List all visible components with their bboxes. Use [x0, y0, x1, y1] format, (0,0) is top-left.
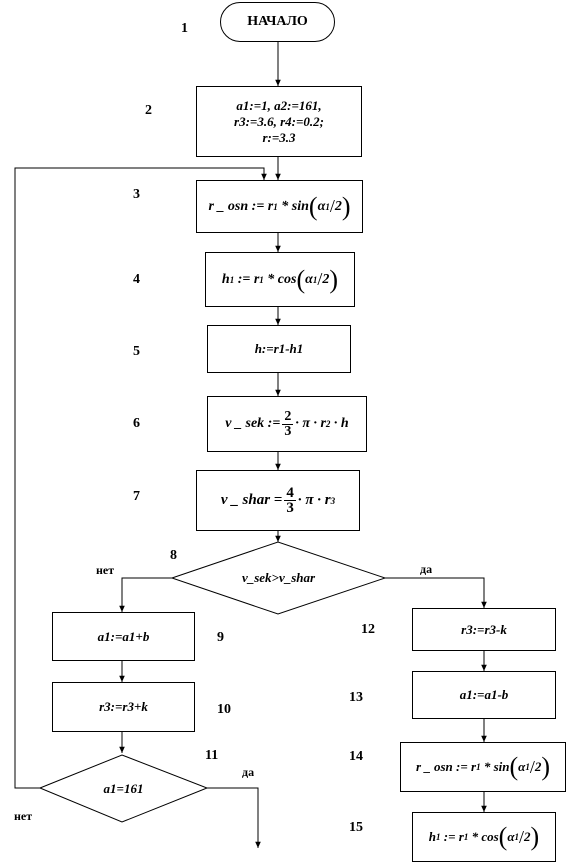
step-number-2: 2 [145, 103, 152, 118]
step-number-11: 11 [205, 748, 219, 763]
step-15-num-sub: 1 [514, 832, 520, 842]
step-3-sub: 1 [273, 201, 278, 212]
init-block: a1:=1, a2:=161, r3:=3.6, r4:=0.2; r:=3.3 [196, 86, 362, 157]
init-line-2: r3:=3.6, r4:=0.2; [234, 113, 324, 129]
step-7-pow: 3 [330, 495, 336, 506]
step-number-1: 1 [181, 21, 188, 36]
step-3-den: 2 [334, 198, 342, 214]
decision-11-diamond [38, 754, 209, 823]
step-6-den: 3 [284, 423, 292, 439]
step-15-mul: * cos [471, 829, 499, 844]
step-15-num: α [507, 829, 515, 844]
step-7-num: 4 [284, 485, 296, 501]
step-14-num: α [518, 759, 526, 774]
step-6-num: 2 [282, 408, 294, 425]
step-4-sub: 1 [259, 274, 264, 285]
step-number-4: 4 [133, 272, 140, 287]
step-5-text: h:=r1-h1 [254, 341, 304, 356]
step-12-text: r3:=r3-k [461, 621, 507, 637]
step-number-15: 15 [349, 820, 363, 835]
step-14-op: := r [456, 759, 477, 774]
step-4-lhs: h [221, 271, 230, 287]
step-number-14: 14 [349, 749, 363, 764]
step-13-block: a1:=a1-b [412, 671, 556, 719]
start-label: НАЧАЛО [247, 14, 308, 29]
decision-11-yes-label: да [242, 765, 255, 779]
step-4-mul: * cos [267, 271, 297, 287]
step-15-lhs-sub: 1 [436, 832, 441, 842]
step-5-block: h:=r1-h1 [207, 325, 351, 373]
step-4-num-sub: 1 [312, 274, 318, 285]
start-terminator: НАЧАЛО [220, 2, 335, 42]
step-15-sub: 1 [463, 832, 469, 842]
step-12-block: r3:=r3-k [412, 608, 556, 651]
step-14-num-sub: 1 [525, 762, 530, 772]
step-4-op: := r [237, 271, 260, 287]
step-6-tail: · h [333, 416, 349, 431]
step-6-lhs: v _ sek := [225, 416, 281, 431]
init-line-1: a1:=1, a2:=161, [236, 97, 322, 113]
step-10-block: r3:=r3+k [52, 682, 195, 732]
step-4-num: α [305, 271, 313, 287]
decision-8-diamond [170, 541, 387, 615]
step-number-3: 3 [133, 187, 140, 202]
step-4-lhs-sub: 1 [229, 274, 235, 285]
step-number-7: 7 [133, 489, 140, 504]
step-number-12: 12 [361, 622, 375, 637]
step-3-op: := r [251, 198, 274, 214]
decision-8-no-label: нет [96, 563, 115, 577]
step-number-9: 9 [217, 630, 224, 645]
step-3-mul: * sin [281, 198, 309, 214]
step-6-pow: 2 [325, 419, 331, 429]
step-3-lhs: r _ osn [208, 198, 249, 214]
decision-11-condition: a1=161 [40, 755, 207, 822]
decision-11-no-label: нет [14, 809, 33, 823]
step-9-block: a1:=a1+b [52, 612, 195, 661]
step-4-den: 2 [322, 271, 330, 287]
step-14-mul: * sin [483, 759, 510, 774]
step-15-lhs: h [428, 829, 437, 844]
decision-11-text: a1=161 [103, 780, 144, 796]
step-9-text: a1:=a1+b [97, 628, 150, 644]
decision-8-yes-label: да [420, 562, 433, 576]
step-6-rest: · π · r [295, 416, 326, 431]
step-3-num-sub: 1 [325, 201, 330, 212]
step-15-den: 2 [524, 829, 531, 844]
step-13-text: a1:=a1-b [459, 687, 509, 702]
step-number-8: 8 [170, 548, 177, 563]
init-line-3: r:=3.3 [262, 129, 296, 145]
step-7-den: 3 [286, 500, 294, 516]
step-10-text: r3:=r3+k [99, 699, 148, 714]
step-7-rest: · π · r [297, 492, 331, 508]
step-7-lhs: v _ shar = [220, 492, 283, 508]
step-14-lhs: r _ osn [415, 759, 453, 774]
decision-8-condition: v_sek>v_shar [172, 542, 385, 614]
step-number-5: 5 [133, 344, 140, 359]
step-14-sub: 1 [476, 762, 481, 772]
step-number-6: 6 [133, 416, 140, 431]
step-number-13: 13 [349, 690, 363, 705]
step-14-den: 2 [534, 759, 542, 774]
step-15-op: := r [443, 829, 464, 844]
step-3-num: α [317, 198, 326, 214]
decision-8-text: v_sek>v_shar [241, 570, 316, 585]
step-number-10: 10 [217, 702, 231, 717]
